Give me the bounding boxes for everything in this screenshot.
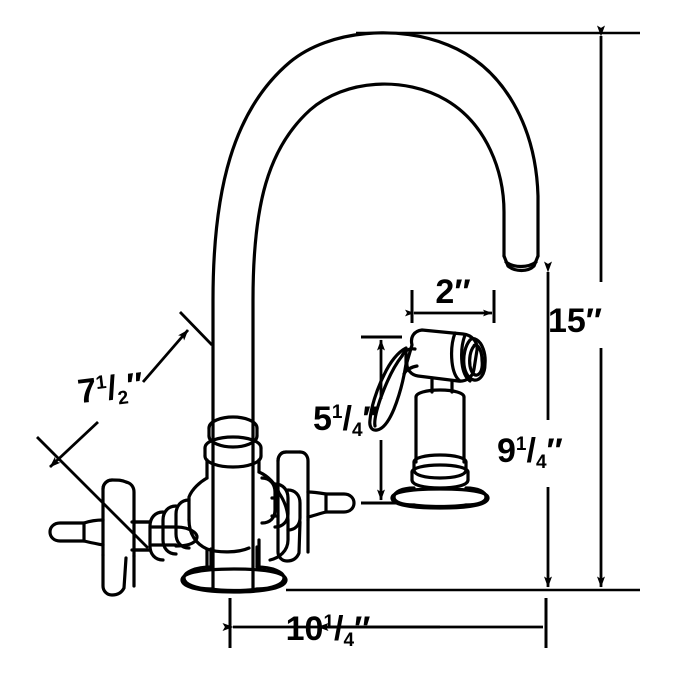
- spout-outlet-tip: [502, 254, 540, 273]
- dimension-arrow-arc-upper: [141, 329, 190, 383]
- dimension-arrow-arc-lower: [49, 420, 99, 469]
- svg-text:91/4″: 91/4″: [497, 432, 563, 473]
- label-75-den: 2: [117, 387, 130, 409]
- dimension-sprayer-height: [361, 335, 402, 505]
- svg-text:51/4″: 51/4″: [313, 400, 379, 441]
- svg-text:101/4″: 101/4″: [286, 610, 371, 651]
- label-925-num: 1: [516, 434, 527, 455]
- label-1025-den: 4: [343, 630, 354, 651]
- label-1025-quote: ″: [354, 610, 370, 648]
- dimension-label-overall-width: 101/4″: [286, 610, 371, 651]
- dimension-label-sprayer-height: 51/4″: [313, 400, 379, 441]
- label-1025-num: 1: [323, 612, 334, 633]
- extension-line-arc-lower: [36, 436, 149, 549]
- side-spray-nozzle-head: [400, 328, 487, 383]
- label-75-whole: 7: [76, 371, 99, 411]
- side-spray-trigger-lever: [368, 346, 408, 432]
- extension-line-arc-upper: [178, 311, 214, 346]
- label-1025-whole: 10: [286, 610, 324, 648]
- label-925-whole: 9: [497, 432, 516, 470]
- label-75-num: 1: [95, 372, 108, 394]
- dimension-overall-width: [222, 598, 548, 648]
- dimension-gooseneck-arc: [36, 311, 214, 549]
- dimension-label-sprayer-width: 2″: [435, 273, 470, 311]
- dimension-overall-height: [286, 25, 640, 592]
- dimension-label-spout-outlet-height: 91/4″: [497, 432, 563, 473]
- label-925-den: 4: [536, 452, 547, 473]
- svg-text:15″: 15″: [548, 302, 602, 340]
- label-15-quote: ″: [586, 302, 602, 340]
- cross-handle-left: [48, 478, 199, 597]
- label-525-quote: ″: [363, 400, 379, 438]
- dimension-label-gooseneck-arc: 71/2″: [76, 365, 146, 414]
- gooseneck-spout-arc: [211, 31, 540, 590]
- label-2-whole: 2: [435, 273, 454, 311]
- label-925-quote: ″: [547, 432, 563, 470]
- dimension-sprayer-width: [405, 290, 496, 323]
- svg-text:2″: 2″: [435, 273, 470, 311]
- cross-handle-right: [260, 450, 356, 563]
- dimension-label-overall-height: 15″: [548, 302, 602, 340]
- riser-collar-ring: [203, 415, 263, 469]
- label-925-slash: /: [527, 432, 537, 470]
- label-1025-slash: /: [334, 610, 344, 648]
- label-2-quote: ″: [454, 273, 470, 311]
- side-spray-body: [410, 376, 470, 490]
- label-525-slash: /: [343, 400, 353, 438]
- label-75-quote: ″: [125, 365, 146, 405]
- label-525-num: 1: [332, 402, 343, 423]
- faucet-base-flange: [180, 565, 288, 594]
- label-525-whole: 5: [313, 400, 332, 438]
- label-15-whole: 15: [548, 302, 586, 340]
- side-spray-base-flange: [390, 486, 490, 510]
- label-525-den: 4: [352, 420, 363, 441]
- svg-text:71/2″: 71/2″: [76, 365, 146, 414]
